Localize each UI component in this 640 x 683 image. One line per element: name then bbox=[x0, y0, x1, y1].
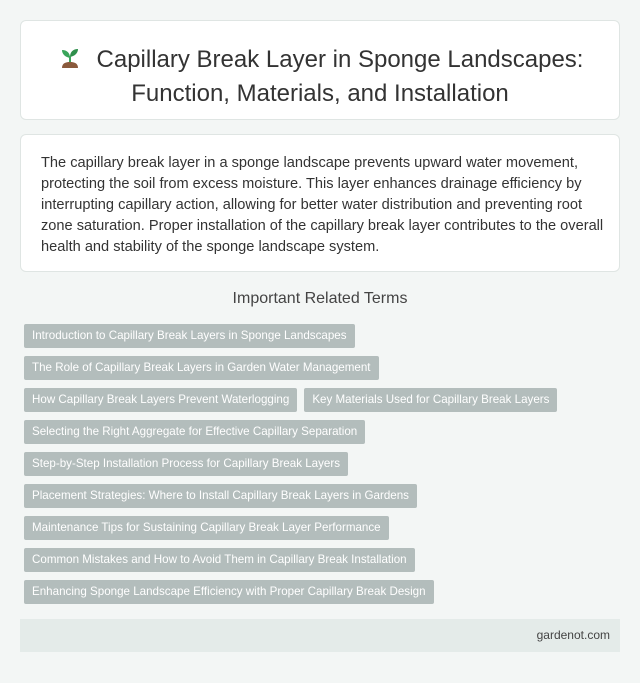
summary-text: The capillary break layer in a sponge la… bbox=[41, 155, 604, 255]
related-term-tag[interactable]: How Capillary Break Layers Prevent Water… bbox=[24, 388, 298, 412]
title-card: Capillary Break Layer in Sponge Landscap… bbox=[20, 20, 620, 120]
related-term-tag[interactable]: Selecting the Right Aggregate for Effect… bbox=[24, 420, 366, 444]
related-term-tag[interactable]: Key Materials Used for Capillary Break L… bbox=[304, 388, 558, 412]
related-terms-list: Introduction to Capillary Break Layers i… bbox=[24, 324, 624, 612]
footer: gardenot.com bbox=[20, 619, 620, 652]
related-term-tag[interactable]: Enhancing Sponge Landscape Efficiency wi… bbox=[24, 580, 434, 604]
related-term-tag[interactable]: Maintenance Tips for Sustaining Capillar… bbox=[24, 516, 389, 540]
footer-site-link[interactable]: gardenot.com bbox=[536, 628, 610, 642]
summary-card: The capillary break layer in a sponge la… bbox=[20, 134, 620, 272]
related-terms-heading: Important Related Terms bbox=[232, 290, 408, 307]
seedling-icon bbox=[61, 49, 78, 68]
related-term-tag[interactable]: The Role of Capillary Break Layers in Ga… bbox=[24, 356, 379, 380]
related-term-tag[interactable]: Common Mistakes and How to Avoid Them in… bbox=[24, 548, 415, 572]
page-title: Capillary Break Layer in Sponge Landscap… bbox=[21, 43, 619, 111]
related-term-tag[interactable]: Step-by-Step Installation Process for Ca… bbox=[24, 452, 349, 476]
title-line-2: Function, Materials, and Installation bbox=[131, 80, 509, 107]
related-term-tag[interactable]: Placement Strategies: Where to Install C… bbox=[24, 484, 417, 508]
title-line-1: Capillary Break Layer in Sponge Landscap… bbox=[96, 46, 584, 73]
related-term-tag[interactable]: Introduction to Capillary Break Layers i… bbox=[24, 324, 355, 348]
